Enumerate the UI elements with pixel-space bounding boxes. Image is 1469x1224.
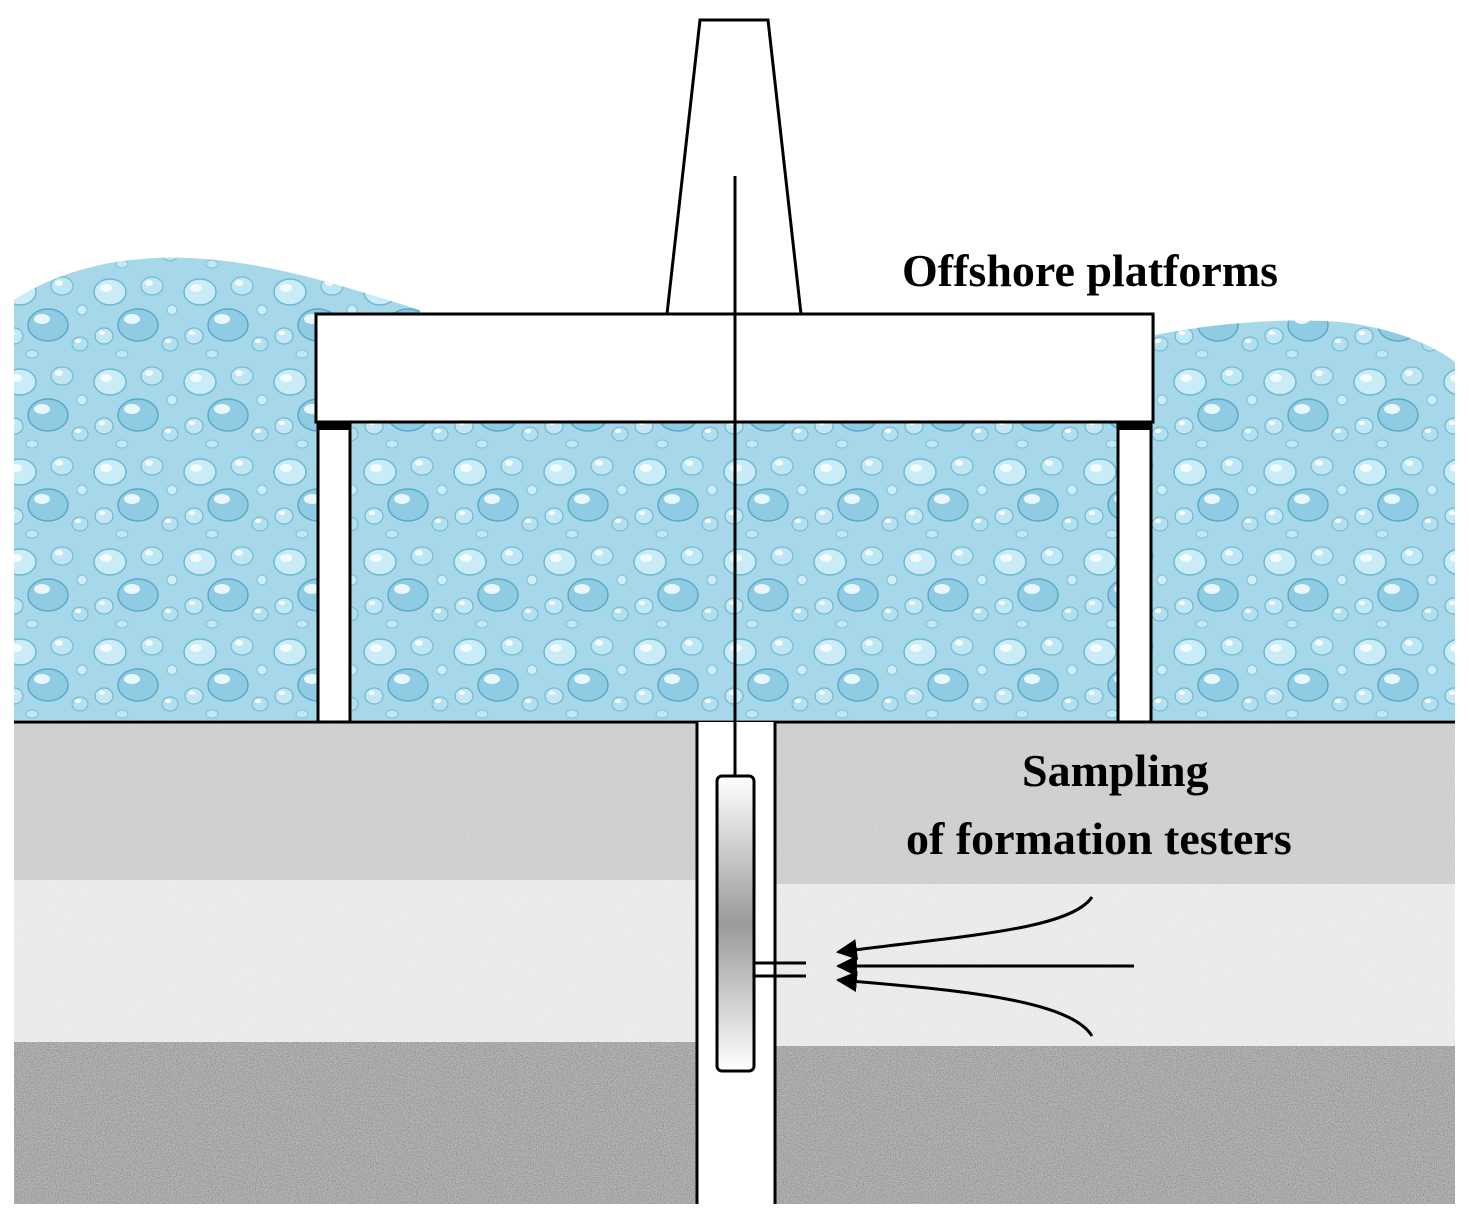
rock-layer-bottom <box>14 1042 1455 1204</box>
sampling-label-line2: of formation testers <box>906 813 1292 864</box>
platform-label: Offshore platforms <box>902 245 1279 296</box>
derrick-tower <box>665 18 803 316</box>
sampling-label-line1: Sampling <box>1022 745 1209 796</box>
formation-tester-tool <box>715 774 756 1073</box>
fluid-flow-arrows <box>835 896 1134 1037</box>
platform-leg-left <box>316 420 352 724</box>
platform-leg-right <box>1116 420 1153 724</box>
tester-probe <box>754 961 806 978</box>
rock-layer-top <box>14 722 1455 884</box>
